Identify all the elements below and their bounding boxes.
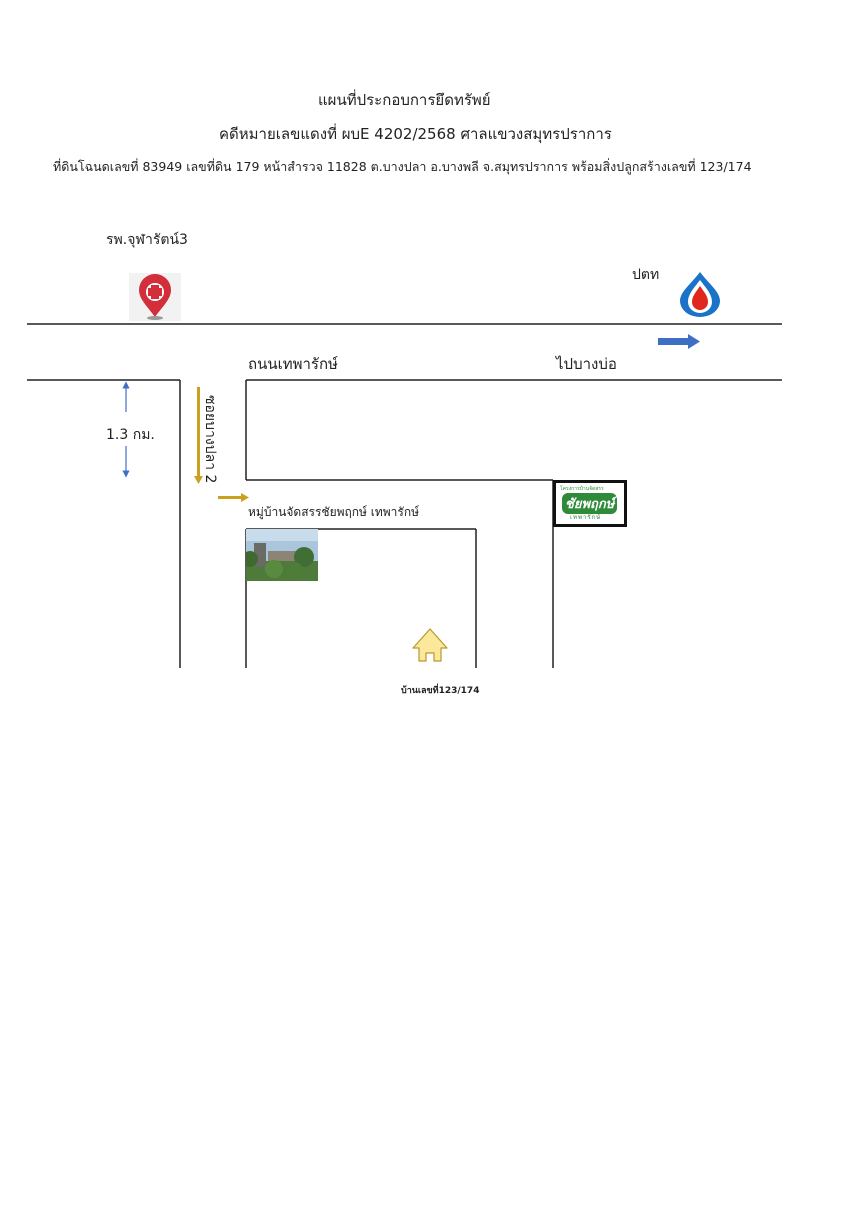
logo-top-text: โครงการบ้านจัดสรร <box>560 486 604 492</box>
ptt-label: ปตท <box>632 267 660 283</box>
hospital-pin-icon <box>129 273 181 321</box>
logo-sub-text: เทพารักษ์ <box>570 514 602 521</box>
village-arrow-right-icon <box>218 493 249 502</box>
ptt-drop-icon <box>680 272 720 317</box>
village-entrance-photo <box>246 529 318 581</box>
house-number-label: บ้านเลขที่123/174 <box>401 686 480 696</box>
logo-main-text: ชัยพฤกษ์ <box>562 493 618 514</box>
distance-label: 1.3 กม. <box>106 427 155 443</box>
hospital-label: รพ.จุฬารัตน์3 <box>106 232 188 248</box>
road-label: ถนนเทพารักษ์ <box>248 355 338 373</box>
map-title: แผนที่ประกอบการยึดทรัพย์ <box>318 91 491 109</box>
direction-label: ไปบางบ่อ <box>556 355 617 373</box>
chaiyaphruek-logo: โครงการบ้านจัดสรร ชัยพฤกษ์ เทพารักษ์ <box>553 480 627 527</box>
arrow-right-icon <box>658 334 700 349</box>
soi-arrow-down-icon <box>194 387 203 484</box>
house-icon <box>412 628 448 662</box>
case-number: คดีหมายเลขแดงที่ ผบE 4202/2568 ศาลแขวงสม… <box>219 125 612 143</box>
land-description: ที่ดินโฉนดเลขที่ 83949 เลขที่ดิน 179 หน้… <box>53 159 752 174</box>
village-label: หมู่บ้านจัดสรรชัยพฤกษ์ เทพารักษ์ <box>248 505 420 519</box>
soi-label: ซอยบางปลา 2 <box>202 395 218 484</box>
